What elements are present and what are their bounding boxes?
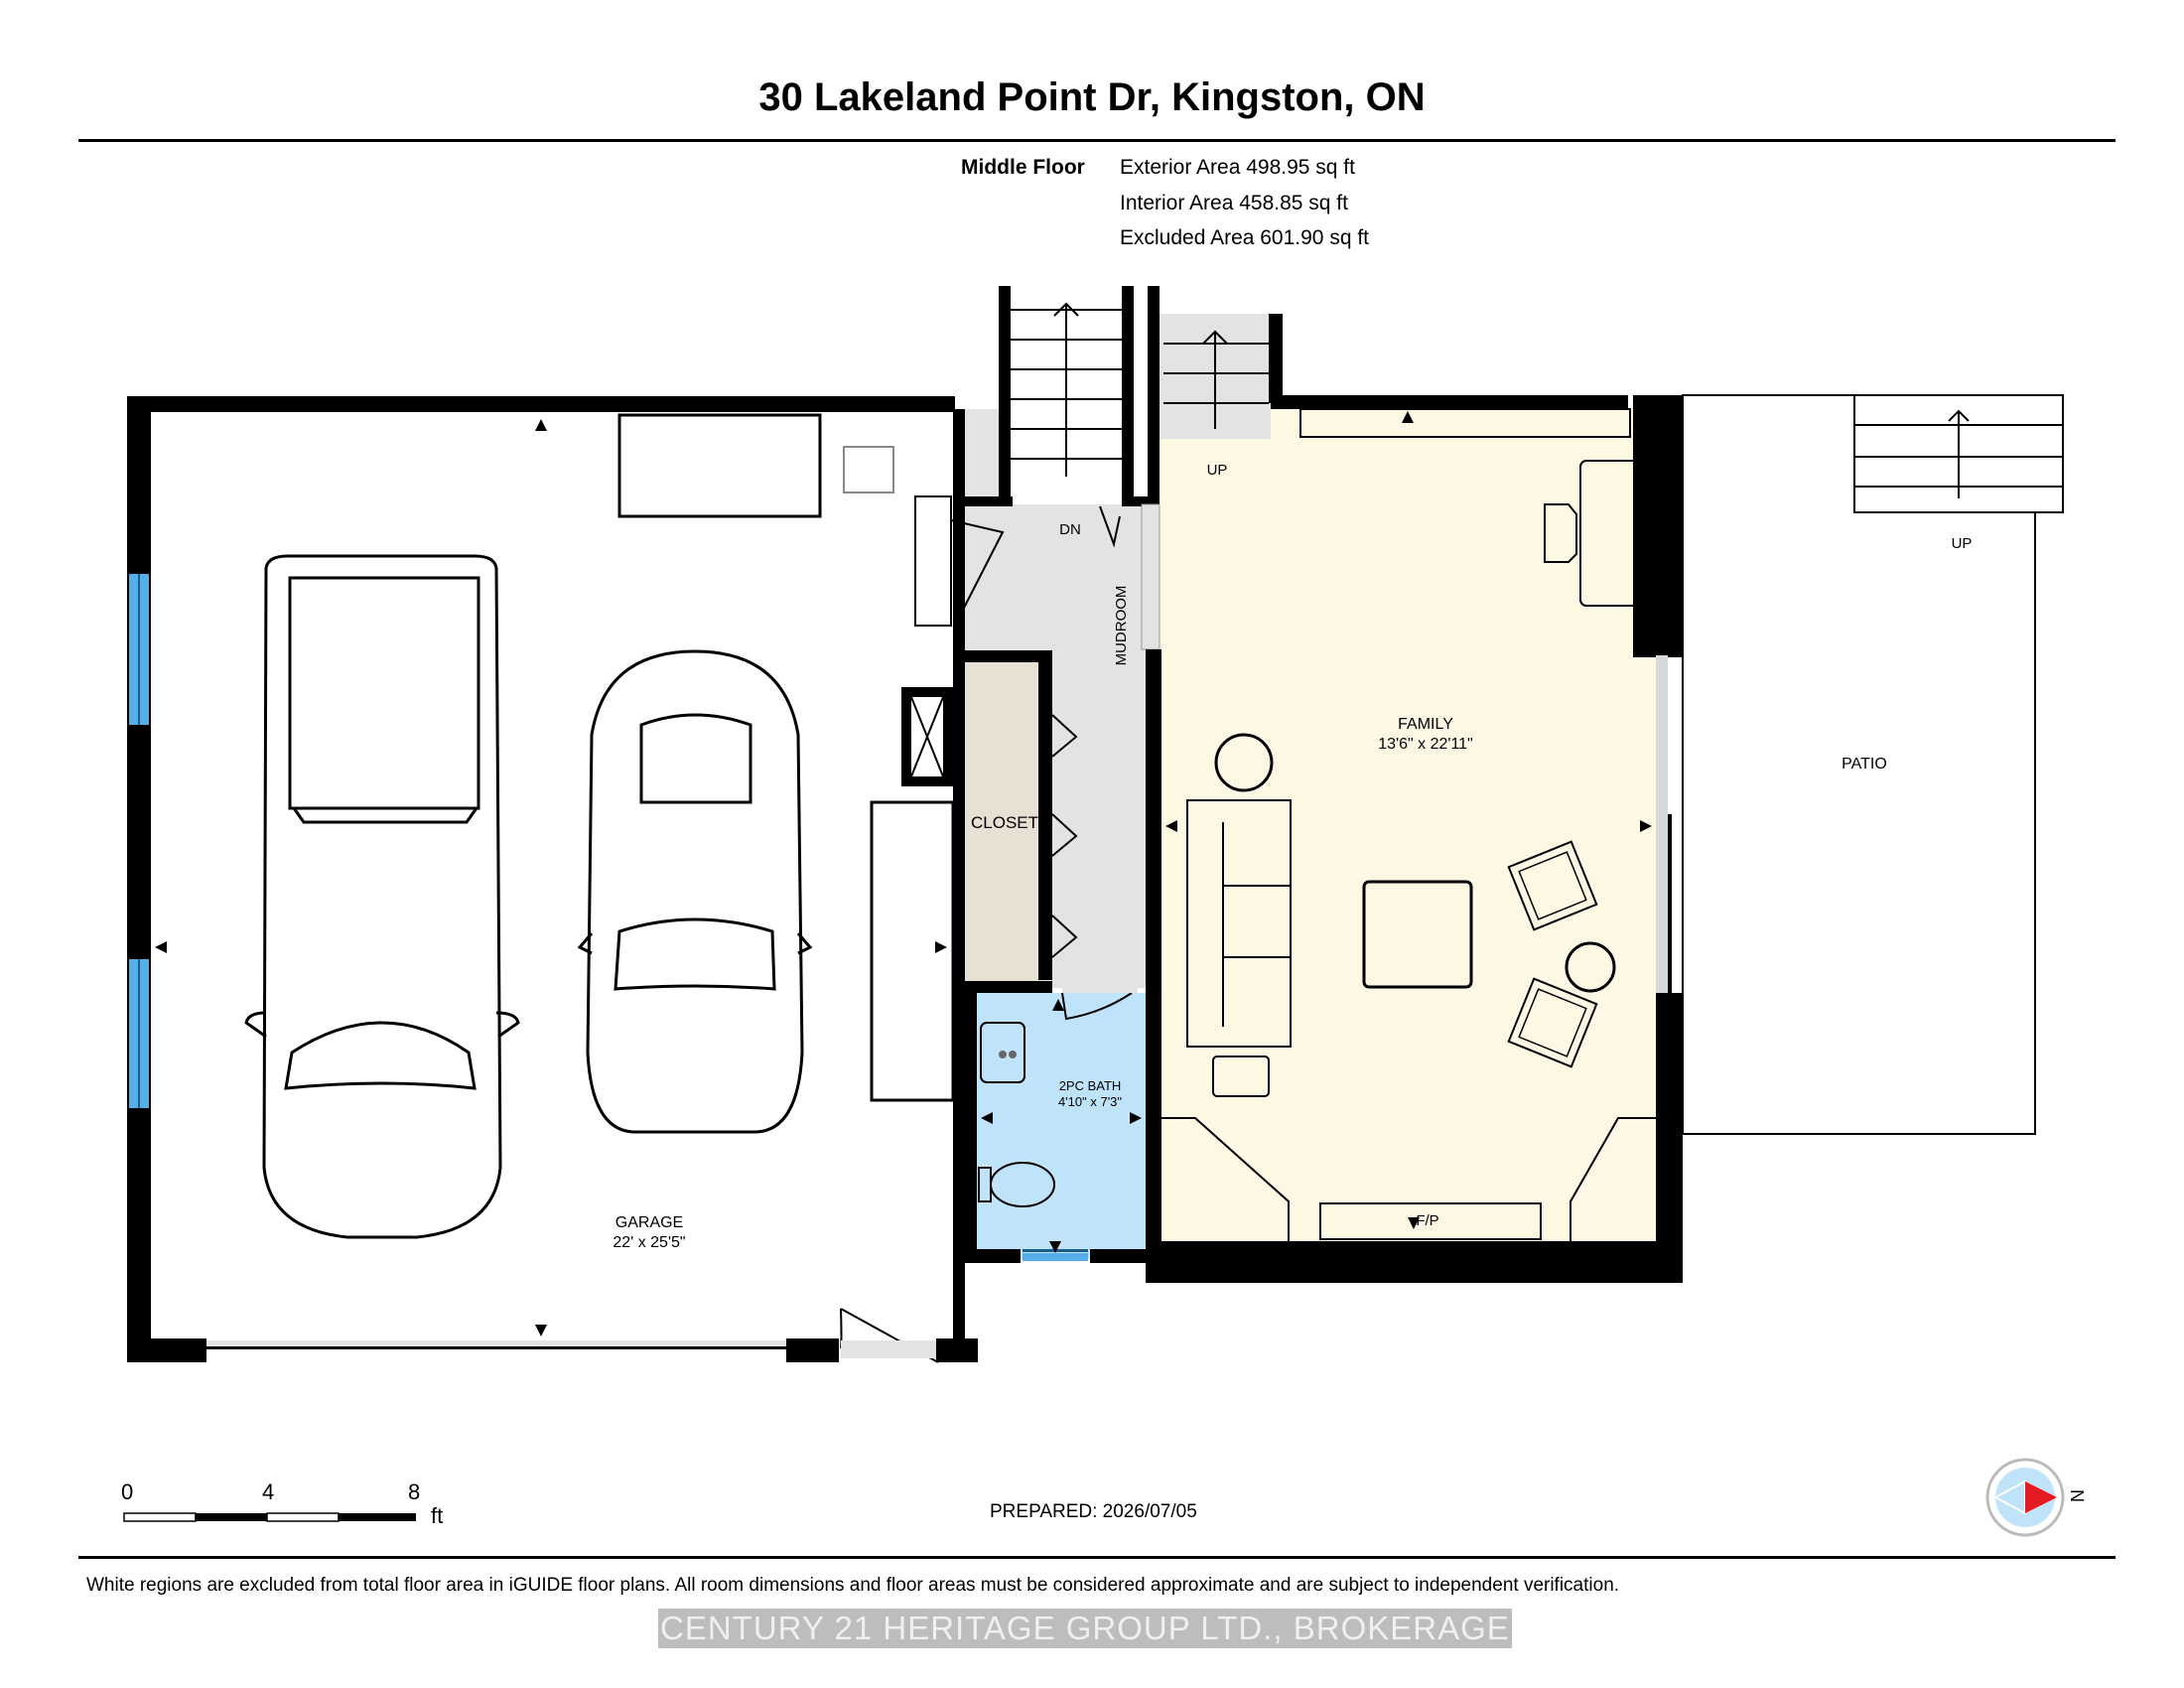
truck [244, 554, 520, 1239]
disclaimer: White regions are excluded from total fl… [86, 1575, 1620, 1596]
scale-label-0: 0 [121, 1479, 134, 1504]
bath-sink [980, 1022, 1025, 1083]
garage-door-track [206, 1340, 786, 1349]
compass-icon [1985, 1458, 2065, 1537]
stairs-down-label: DN [1059, 521, 1081, 538]
bath-door-threshold [1062, 985, 1138, 993]
armchair-2 [1507, 977, 1598, 1068]
family-east-opening [1656, 655, 1668, 993]
garage-shelf [617, 413, 822, 518]
prepared-date: PREPARED: 2026/07/05 [990, 1501, 1197, 1522]
closet-south-wall [965, 981, 1052, 993]
family-east-wall-upper [1633, 395, 1683, 657]
entry-markers [155, 411, 1652, 1336]
garage-sink [843, 446, 894, 493]
closet-north-wall [965, 650, 1052, 662]
fireplace [1319, 1202, 1542, 1240]
patio-label: PATIO [1842, 756, 1887, 773]
family-dims: 13'6" x 22'11" [1378, 736, 1472, 753]
bath-window [1023, 1253, 1088, 1261]
family-room-fill [1160, 409, 1656, 1246]
coffee-table [1362, 880, 1473, 989]
bath-faucet-2 [1009, 1051, 1017, 1058]
garage-door-line [206, 1346, 786, 1349]
family-label: FAMILY [1398, 716, 1453, 733]
garage-dims: 22' x 25'5" [613, 1234, 685, 1251]
garage-door-threshold [841, 1340, 936, 1358]
desk-chair [1544, 503, 1577, 563]
exterior-area: Exterior Area 498.95 sq ft [1120, 156, 1355, 179]
stairs-up-left [999, 286, 1160, 504]
family-counter [1299, 408, 1631, 438]
garage-label: GARAGE [615, 1214, 683, 1231]
garage-south-wall-mid [786, 1338, 839, 1362]
garage-panel-x [910, 696, 944, 777]
stairs-up-right [1160, 314, 1283, 439]
interior-area: Interior Area 458.85 sq ft [1120, 192, 1348, 214]
toilet-bowl [990, 1162, 1055, 1207]
bath-door-swing [1061, 992, 1133, 1021]
closet-east-wall [1038, 650, 1052, 980]
fireplace-wing-right [1570, 1117, 1656, 1241]
brokerage-watermark: CENTURY 21 HERITAGE GROUP LTD., BROKERAG… [658, 1609, 1512, 1648]
garage-north-wall [127, 396, 955, 412]
side-table-2 [1565, 941, 1616, 993]
family-north-wall-seg [1271, 395, 1628, 409]
stairs-up-label-1: UP [1207, 462, 1228, 479]
north-label: N [2067, 1489, 2087, 1502]
garage-west-wall [127, 396, 151, 1362]
garage-cabinet [914, 495, 952, 627]
family-east-wall-lower [1656, 993, 1683, 1283]
side-table-1 [1214, 733, 1274, 792]
stairs-up-label-2: UP [1952, 535, 1973, 552]
mudroom-north-wall-right [1122, 496, 1160, 506]
car [577, 649, 813, 1134]
footer-rule [78, 1556, 2116, 1559]
mudroom-label: MUDROOM [1113, 586, 1130, 666]
closet-label: CLOSET [971, 813, 1038, 832]
family-west-wall [1146, 649, 1161, 1241]
armchair-1 [1507, 840, 1598, 931]
scale-label-4: 4 [262, 1479, 275, 1504]
ottoman [1212, 1055, 1270, 1097]
patio-stairs [1853, 394, 2064, 513]
bath-label: 2PC BATH [1059, 1078, 1122, 1093]
closet-fill [966, 660, 1037, 981]
family-east-slider [1668, 814, 1672, 993]
fireplace-wing-left [1160, 1117, 1290, 1241]
family-south-wall [1146, 1241, 1683, 1283]
bath-dims: 4'10" x 7'3" [1058, 1094, 1122, 1109]
bath-west-wall [965, 993, 977, 1263]
scale-bar [123, 1512, 416, 1522]
closet-doors [1051, 714, 1078, 958]
bath-south-wall-left [965, 1249, 1021, 1263]
garage-south-wall-left [127, 1338, 206, 1362]
bath-south-wall-right [1090, 1249, 1160, 1263]
floor-name: Middle Floor [961, 156, 1085, 179]
sofa [1186, 799, 1292, 1048]
desk [1579, 460, 1657, 607]
scale-label-8: 8 [408, 1479, 421, 1504]
bath-faucet [999, 1051, 1007, 1058]
mudroom-side-door [950, 519, 1005, 615]
mudroom-door-swing [1099, 505, 1121, 548]
excluded-area: Excluded Area 601.90 sq ft [1120, 226, 1370, 249]
scale-unit: ft [431, 1503, 444, 1528]
page-title: 30 Lakeland Point Dr, Kingston, ON [758, 75, 1426, 119]
mudroom-north-wall [963, 496, 1013, 506]
fireplace-label: F/P [1416, 1212, 1438, 1229]
bath-fill [969, 993, 1146, 1259]
mudroom-opening [1141, 503, 1160, 650]
garage-workbench [870, 800, 955, 1102]
header-rule [78, 139, 2116, 142]
garage-east-wall [953, 409, 965, 1362]
